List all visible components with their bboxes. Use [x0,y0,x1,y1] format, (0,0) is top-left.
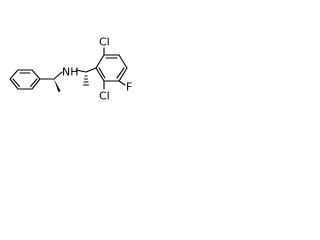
aryl-bond-4 [118,67,128,82]
aryl-bond-3 [118,54,128,69]
nh-to-stereocenter-bond [75,69,87,73]
phenyl-double-bond-1 [12,78,21,88]
phenyl-bond-2 [9,78,19,90]
cl-bottom-label: Cl [99,90,110,103]
substituted-aryl-ring [95,54,128,82]
phenyl-ring [9,69,41,90]
cl-top-group: Cl [99,36,110,56]
nh-label: NH [62,66,79,79]
cl-top-label: Cl [99,36,110,49]
f-bond [118,80,126,86]
chemical-structure-diagram: NH Cl Cl F [9,36,132,103]
phenyl-bond-1 [9,69,19,80]
aryl-double-bond-2 [116,67,125,79]
left-stereocenter [39,71,63,92]
right-stereocenter [75,67,97,86]
f-label: F [126,81,132,94]
nh-group: NH [62,66,79,79]
phenyl-bond-5 [31,69,41,80]
aryl-bond-6 [95,67,105,82]
methyl-wedge-bond-left [54,79,61,92]
fluoro-group: F [118,80,132,94]
methyl-hash-bond-right [82,75,90,86]
stereocenter-to-nh-bond [53,71,63,80]
aryl-bond-1 [95,54,105,69]
phenyl-bond-4 [31,78,41,90]
cl-bottom-group: Cl [99,80,110,103]
aryl-double-bond-3 [98,67,106,79]
stereocenter-to-ring-bond [85,67,97,73]
phenyl-double-bond-2 [29,78,38,88]
